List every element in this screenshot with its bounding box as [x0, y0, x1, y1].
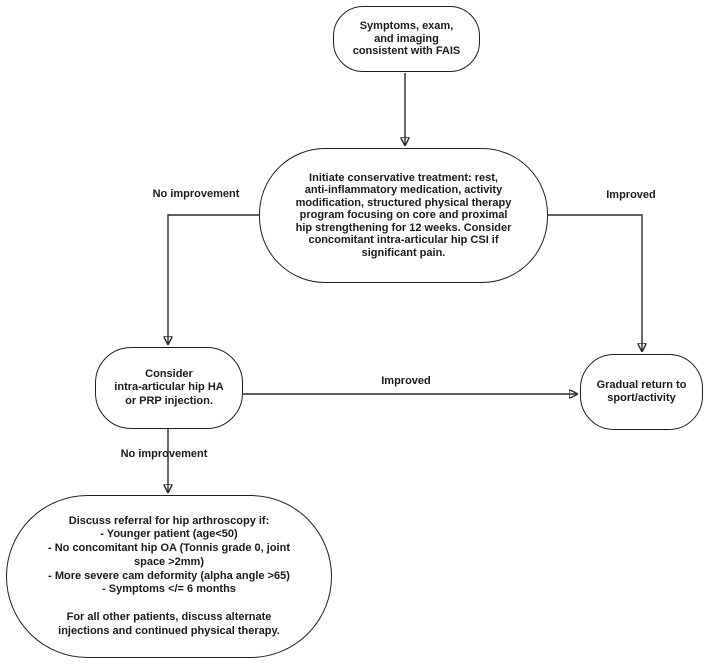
edge-conservative-to-return	[548, 214, 642, 351]
node-ha-prp-injection: Consider intra-articular hip HA or PRP i…	[95, 347, 243, 429]
edge-label-improved-right: Improved	[606, 189, 656, 201]
edge-conservative-to-injection	[168, 214, 259, 344]
node-conservative-treatment: Initiate conservative treatment: rest, a…	[259, 148, 548, 283]
edge-label-no-improvement-lower: No improvement	[120, 448, 208, 460]
node-hip-arthroscopy-referral: Discuss referral for hip arthroscopy if:…	[6, 495, 332, 658]
node-return-to-sport: Gradual return to sport/activity	[580, 354, 703, 430]
node-symptoms-fais: Symptoms, exam, and imaging consistent w…	[333, 6, 480, 72]
edge-label-no-improvement-left: No improvement	[152, 188, 240, 200]
edge-label-improved-mid: Improved	[381, 375, 431, 387]
